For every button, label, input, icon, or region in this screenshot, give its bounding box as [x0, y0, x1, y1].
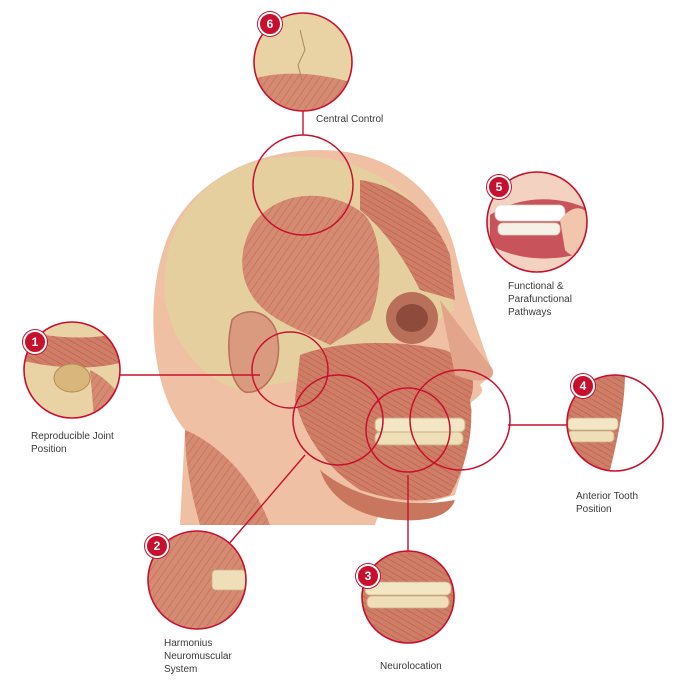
callout-badge-5: 5: [487, 175, 511, 199]
chin: [320, 470, 455, 521]
callout-label-4: Anterior Tooth Position: [576, 491, 639, 515]
connector-lines: [120, 111, 567, 551]
head-illustration: [153, 150, 494, 525]
callout-badge-4: 4: [571, 374, 595, 398]
callout-label-3: Neurolocation: [380, 661, 442, 672]
callout-label-1: Reproducible Joint Position: [31, 431, 114, 455]
connector-2: [227, 454, 306, 546]
callout-badge-1: 1: [23, 330, 47, 354]
neck-muscle: [185, 430, 270, 525]
callout-label-6: Central Control: [316, 114, 384, 125]
callout-badge-6: 6: [258, 12, 282, 36]
ear: [228, 311, 280, 393]
focus-circle-joint: [251, 331, 329, 409]
frontal-muscle: [360, 180, 455, 300]
nose: [440, 300, 494, 381]
temporal-muscle: [242, 195, 380, 345]
callout-badge-3: 3: [356, 564, 380, 588]
callout-badge-2: 2: [145, 534, 169, 558]
callout-circle-3: [361, 550, 455, 644]
focus-circle-teeth: [365, 387, 451, 473]
focus-circle-central: [252, 134, 354, 236]
callout-label-5: Functional & Parafunctional Pathways: [508, 281, 572, 318]
callout-label-2: Harmonius Neuromuscular System: [164, 638, 232, 675]
focus-circle-anterior: [409, 369, 511, 471]
focus-circle-muscle: [292, 374, 384, 466]
teeth: [374, 417, 466, 446]
head-focus-circles: [251, 134, 511, 473]
